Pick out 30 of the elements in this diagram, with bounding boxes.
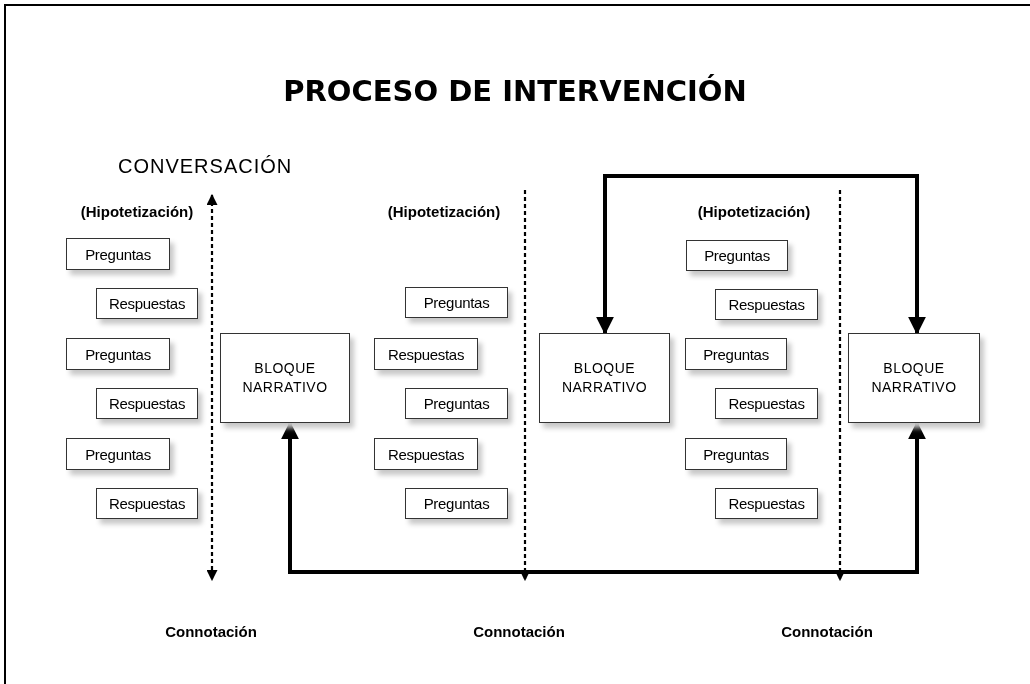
annotation-text: Connotación [165, 623, 257, 640]
arrow [281, 421, 926, 574]
process-box: Preguntas [66, 438, 170, 470]
process-box: Preguntas [66, 238, 170, 270]
narrative-block-box: BLOQUE NARRATIVO [539, 333, 670, 423]
annotation-text: (Hipotetización) [80, 203, 194, 220]
process-box: Respuestas [715, 388, 818, 419]
arrow [596, 174, 926, 335]
title: PROCESO DE INTERVENCIÓN [283, 74, 747, 108]
annotation-text: (Hipotetización) [387, 203, 501, 220]
process-box: Preguntas [685, 338, 787, 370]
narrative-block-box: BLOQUE NARRATIVO [848, 333, 980, 423]
process-box: Respuestas [96, 388, 198, 419]
process-box: Preguntas [685, 438, 787, 470]
process-box: Respuestas [715, 289, 818, 320]
narrative-block-box: BLOQUE NARRATIVO [220, 333, 350, 423]
annotation-text: Connotación [781, 623, 873, 640]
annotation-text: Connotación [473, 623, 565, 640]
annotation-text: (Hipotetización) [697, 203, 811, 220]
process-box: Respuestas [715, 488, 818, 519]
process-box: Respuestas [96, 288, 198, 319]
process-box: Preguntas [66, 338, 170, 370]
section-heading: CONVERSACIÓN [118, 155, 293, 178]
process-box: Respuestas [374, 438, 478, 470]
process-box: Preguntas [686, 240, 788, 271]
process-box: Preguntas [405, 488, 508, 519]
process-box: Respuestas [96, 488, 198, 519]
process-box: Preguntas [405, 388, 508, 419]
process-box: Preguntas [405, 287, 508, 318]
process-box: Respuestas [374, 338, 478, 370]
